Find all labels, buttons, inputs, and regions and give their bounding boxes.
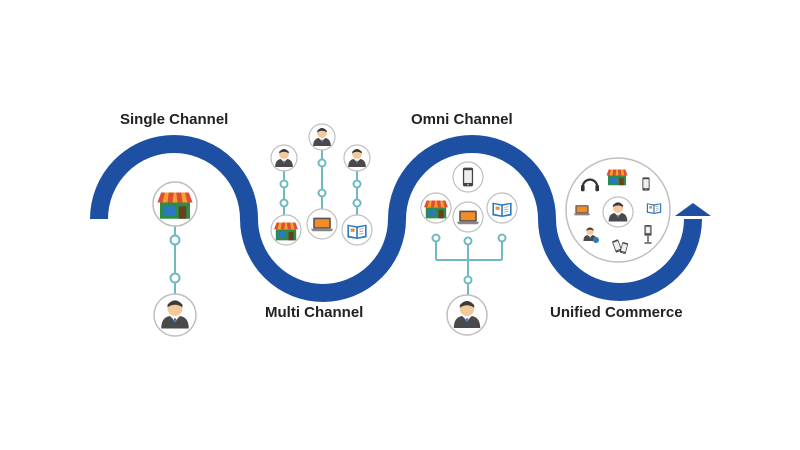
laptop-icon [306, 208, 338, 240]
multi-channel-group [270, 123, 373, 246]
connector-node [352, 179, 362, 189]
flow-wave [90, 135, 702, 302]
person-icon [308, 123, 336, 151]
multi-channel-label: Multi Channel [265, 304, 364, 321]
single-channel-group [152, 181, 198, 337]
person-icon [343, 144, 371, 172]
unified-commerce-group [565, 157, 671, 263]
connector-node [352, 198, 362, 208]
connector-node [497, 233, 507, 243]
arrow-head [675, 203, 711, 216]
laptop-icon [573, 205, 591, 216]
catalog-icon [646, 202, 662, 215]
connector-node [431, 233, 441, 243]
omni-channel-label: Omni Channel [411, 111, 513, 128]
omni-channel-group [420, 161, 518, 336]
smartphone-icon [452, 161, 484, 193]
connector-node [317, 158, 327, 168]
store-icon [270, 214, 302, 246]
connector-node [169, 272, 181, 284]
unified-commerce-label: Unified Commerce [550, 304, 683, 321]
connector-node [463, 236, 473, 246]
store-icon [152, 181, 198, 227]
store-icon [420, 192, 452, 224]
store-icon [606, 169, 628, 186]
catalog-icon [486, 192, 518, 224]
connector-node [169, 234, 181, 246]
connector-node [279, 179, 289, 189]
smartphone-icon [642, 177, 650, 191]
person-icon [270, 144, 298, 172]
connector-node [317, 188, 327, 198]
person-icon [602, 196, 634, 228]
connector-node [279, 198, 289, 208]
single-channel-label: Single Channel [120, 111, 229, 128]
laptop-icon [452, 201, 484, 233]
person-icon [153, 293, 197, 337]
catalog-icon [341, 214, 373, 246]
customer-service-icon [583, 227, 599, 243]
connector-node [463, 275, 473, 285]
person-icon [446, 294, 488, 336]
